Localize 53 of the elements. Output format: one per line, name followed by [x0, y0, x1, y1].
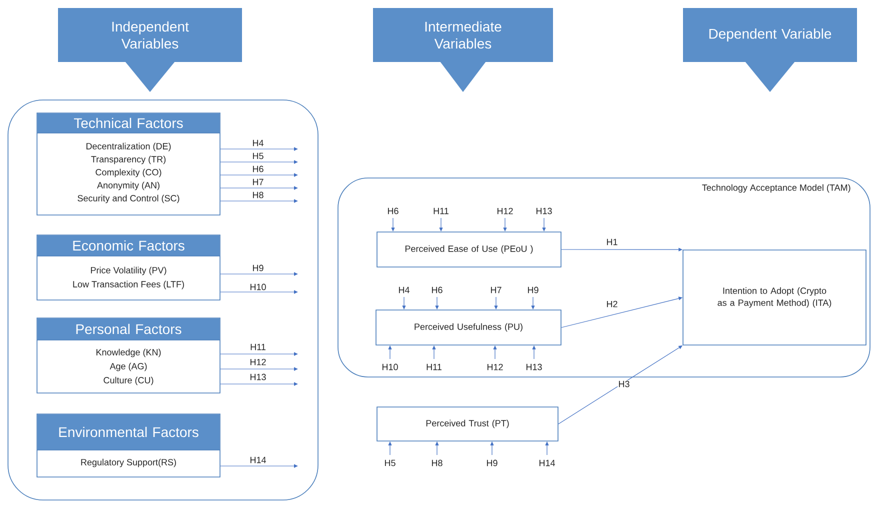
edge-label: H12	[249, 358, 267, 366]
edge-label: H9	[252, 264, 264, 272]
edge-label: H13	[249, 373, 267, 381]
edge-label: H1	[606, 238, 618, 246]
edge-label: H8	[252, 191, 264, 199]
group-box	[8, 100, 318, 500]
arrow	[220, 272, 298, 276]
arrow	[220, 290, 298, 294]
edge-label: H6	[386, 207, 400, 215]
edge-label: H4	[398, 286, 410, 294]
edge-label: H2	[606, 300, 618, 308]
arrow	[220, 199, 298, 203]
edge-label: H11	[425, 363, 443, 371]
edge-label: H13	[535, 207, 553, 215]
arrow	[220, 147, 298, 151]
factor-box: Technical Factors Decentralization (DE) Transparency (TR) Complexity (CO) Anonymity (AN) Security and Control (SC)	[36, 112, 220, 216]
variable-box: Perceived Usefulness (PU)	[376, 310, 562, 346]
edge-label: H10	[381, 363, 399, 371]
edge-label: H4	[252, 139, 264, 147]
edge-label: H9	[486, 459, 498, 467]
variable-box: Perceived Trust (PT)	[376, 406, 558, 442]
edge-label: H7	[490, 286, 502, 294]
edge-label: H5	[384, 459, 396, 467]
down-arrow-callout: Dependent Variable	[683, 8, 857, 92]
edge-label: H6	[430, 286, 444, 294]
factor-box: Personal Factors Knowledge (KN) Age (AG) Culture (CU)	[36, 318, 220, 394]
arrow	[220, 464, 298, 468]
down-arrow-callout: Intermediate Variables	[373, 8, 553, 92]
edge-label: H10	[249, 283, 267, 291]
factor-box: Environmental Factors Regulatory Support(RS)	[36, 414, 220, 478]
arrow	[220, 186, 298, 190]
edge-label: H5	[252, 152, 264, 160]
edge-label: H6	[252, 165, 264, 173]
edge-label: H8	[430, 459, 444, 467]
edge-label: H9	[526, 286, 540, 294]
edge-label: H14	[538, 459, 556, 467]
arrow	[220, 367, 298, 371]
edge-label: H3	[618, 380, 630, 388]
variable-box: Perceived Ease of Use (PEoU )	[376, 232, 562, 268]
arrow	[220, 160, 298, 164]
edge-label: H12	[486, 363, 504, 371]
factor-box: Economic Factors Price Volatility (PV) Low Transaction Fees (LTF)	[36, 234, 220, 300]
arrow	[220, 382, 298, 386]
variable-box: Intention to Adopt (Crypto as a Payment Method) (ITA)	[682, 250, 866, 346]
edge-label: H13	[525, 363, 543, 371]
edge-label: H12	[496, 207, 514, 215]
arrow	[220, 173, 298, 177]
edge-label: H14	[249, 456, 267, 464]
edge-label: H7	[252, 178, 264, 186]
down-arrow-callout: Independent Variables	[58, 8, 242, 92]
edge-label: H11	[249, 343, 267, 351]
arrow	[220, 352, 298, 356]
edge-label: H11	[432, 207, 450, 215]
